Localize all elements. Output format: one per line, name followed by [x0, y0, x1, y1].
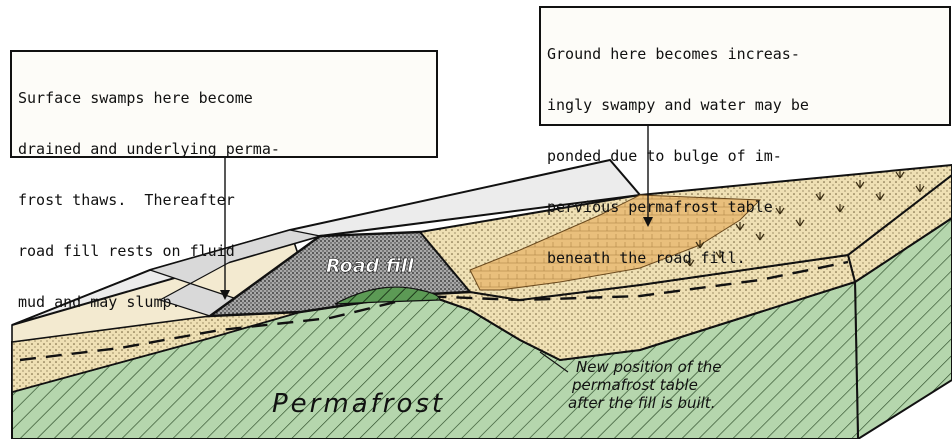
new-position-label-line3: after the fill is built.: [568, 394, 715, 412]
right-callout-box: Ground here becomes increas- ingly swamp…: [539, 6, 951, 126]
right-callout-line: Ground here becomes increas-: [547, 46, 943, 63]
left-callout-line: mud and may slump.: [18, 294, 430, 311]
permafrost-label: Permafrost: [272, 389, 445, 419]
left-callout-line: drained and underlying perma-: [18, 141, 430, 158]
new-position-label-line2: permafrost table: [571, 376, 698, 394]
left-callout-box: Surface swamps here become drained and u…: [10, 50, 438, 158]
right-callout-line: ingly swampy and water may be: [547, 97, 943, 114]
right-callout-line: ponded due to bulge of im-: [547, 148, 943, 165]
left-callout-line: frost thaws. Thereafter: [18, 192, 430, 209]
right-callout-line: beneath the road fill.: [547, 250, 943, 267]
new-position-label-line1: New position of the: [576, 358, 722, 376]
right-callout-line: pervious permafrost table: [547, 199, 943, 216]
left-callout-line: Surface swamps here become: [18, 90, 430, 107]
left-callout-line: road fill rests on fluid: [18, 243, 430, 260]
